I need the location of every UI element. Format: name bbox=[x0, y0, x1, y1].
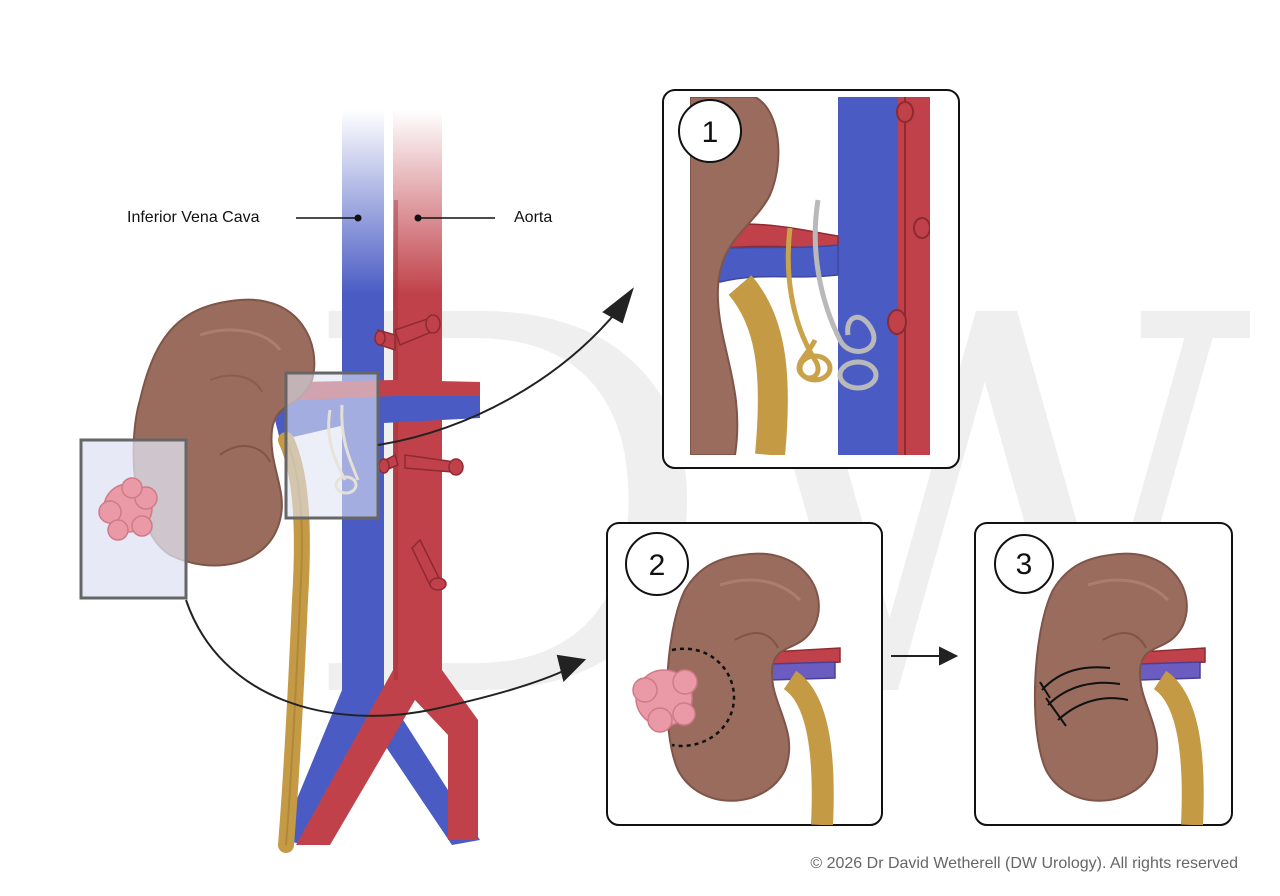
step-2-badge bbox=[625, 532, 689, 596]
tumor bbox=[98, 477, 158, 541]
labels: Inferior Vena Cava Aorta bbox=[127, 209, 552, 226]
aorta bbox=[296, 110, 478, 845]
step-3-number: 3 bbox=[1016, 548, 1033, 581]
label-inferior-vena-cava: Inferior Vena Cava bbox=[127, 209, 260, 226]
copyright-notice: © 2026 Dr David Wetherell (DW Urology). … bbox=[810, 855, 1238, 872]
step-2-number: 2 bbox=[649, 549, 666, 582]
step-3-badge bbox=[994, 534, 1054, 594]
panel-2: 2 bbox=[606, 522, 883, 826]
panel-3: 3 bbox=[974, 522, 1233, 826]
arterial-branches bbox=[374, 314, 464, 591]
arrows bbox=[185, 287, 959, 717]
hilum-highlight-box bbox=[284, 371, 380, 520]
step-1-number: 1 bbox=[702, 116, 719, 149]
label-aorta: Aorta bbox=[514, 209, 552, 226]
inferior-vena-cava bbox=[280, 110, 480, 845]
step-1-badge bbox=[678, 99, 742, 163]
arrow-to-step-2 bbox=[185, 599, 571, 717]
arrow-to-step-1 bbox=[377, 309, 619, 446]
mini-clamp bbox=[327, 404, 360, 495]
main-anatomy bbox=[79, 110, 480, 853]
aorta-pointer-dot bbox=[414, 214, 422, 222]
panel-1: 1 bbox=[662, 89, 960, 469]
ivc-pointer-dot bbox=[354, 214, 362, 222]
